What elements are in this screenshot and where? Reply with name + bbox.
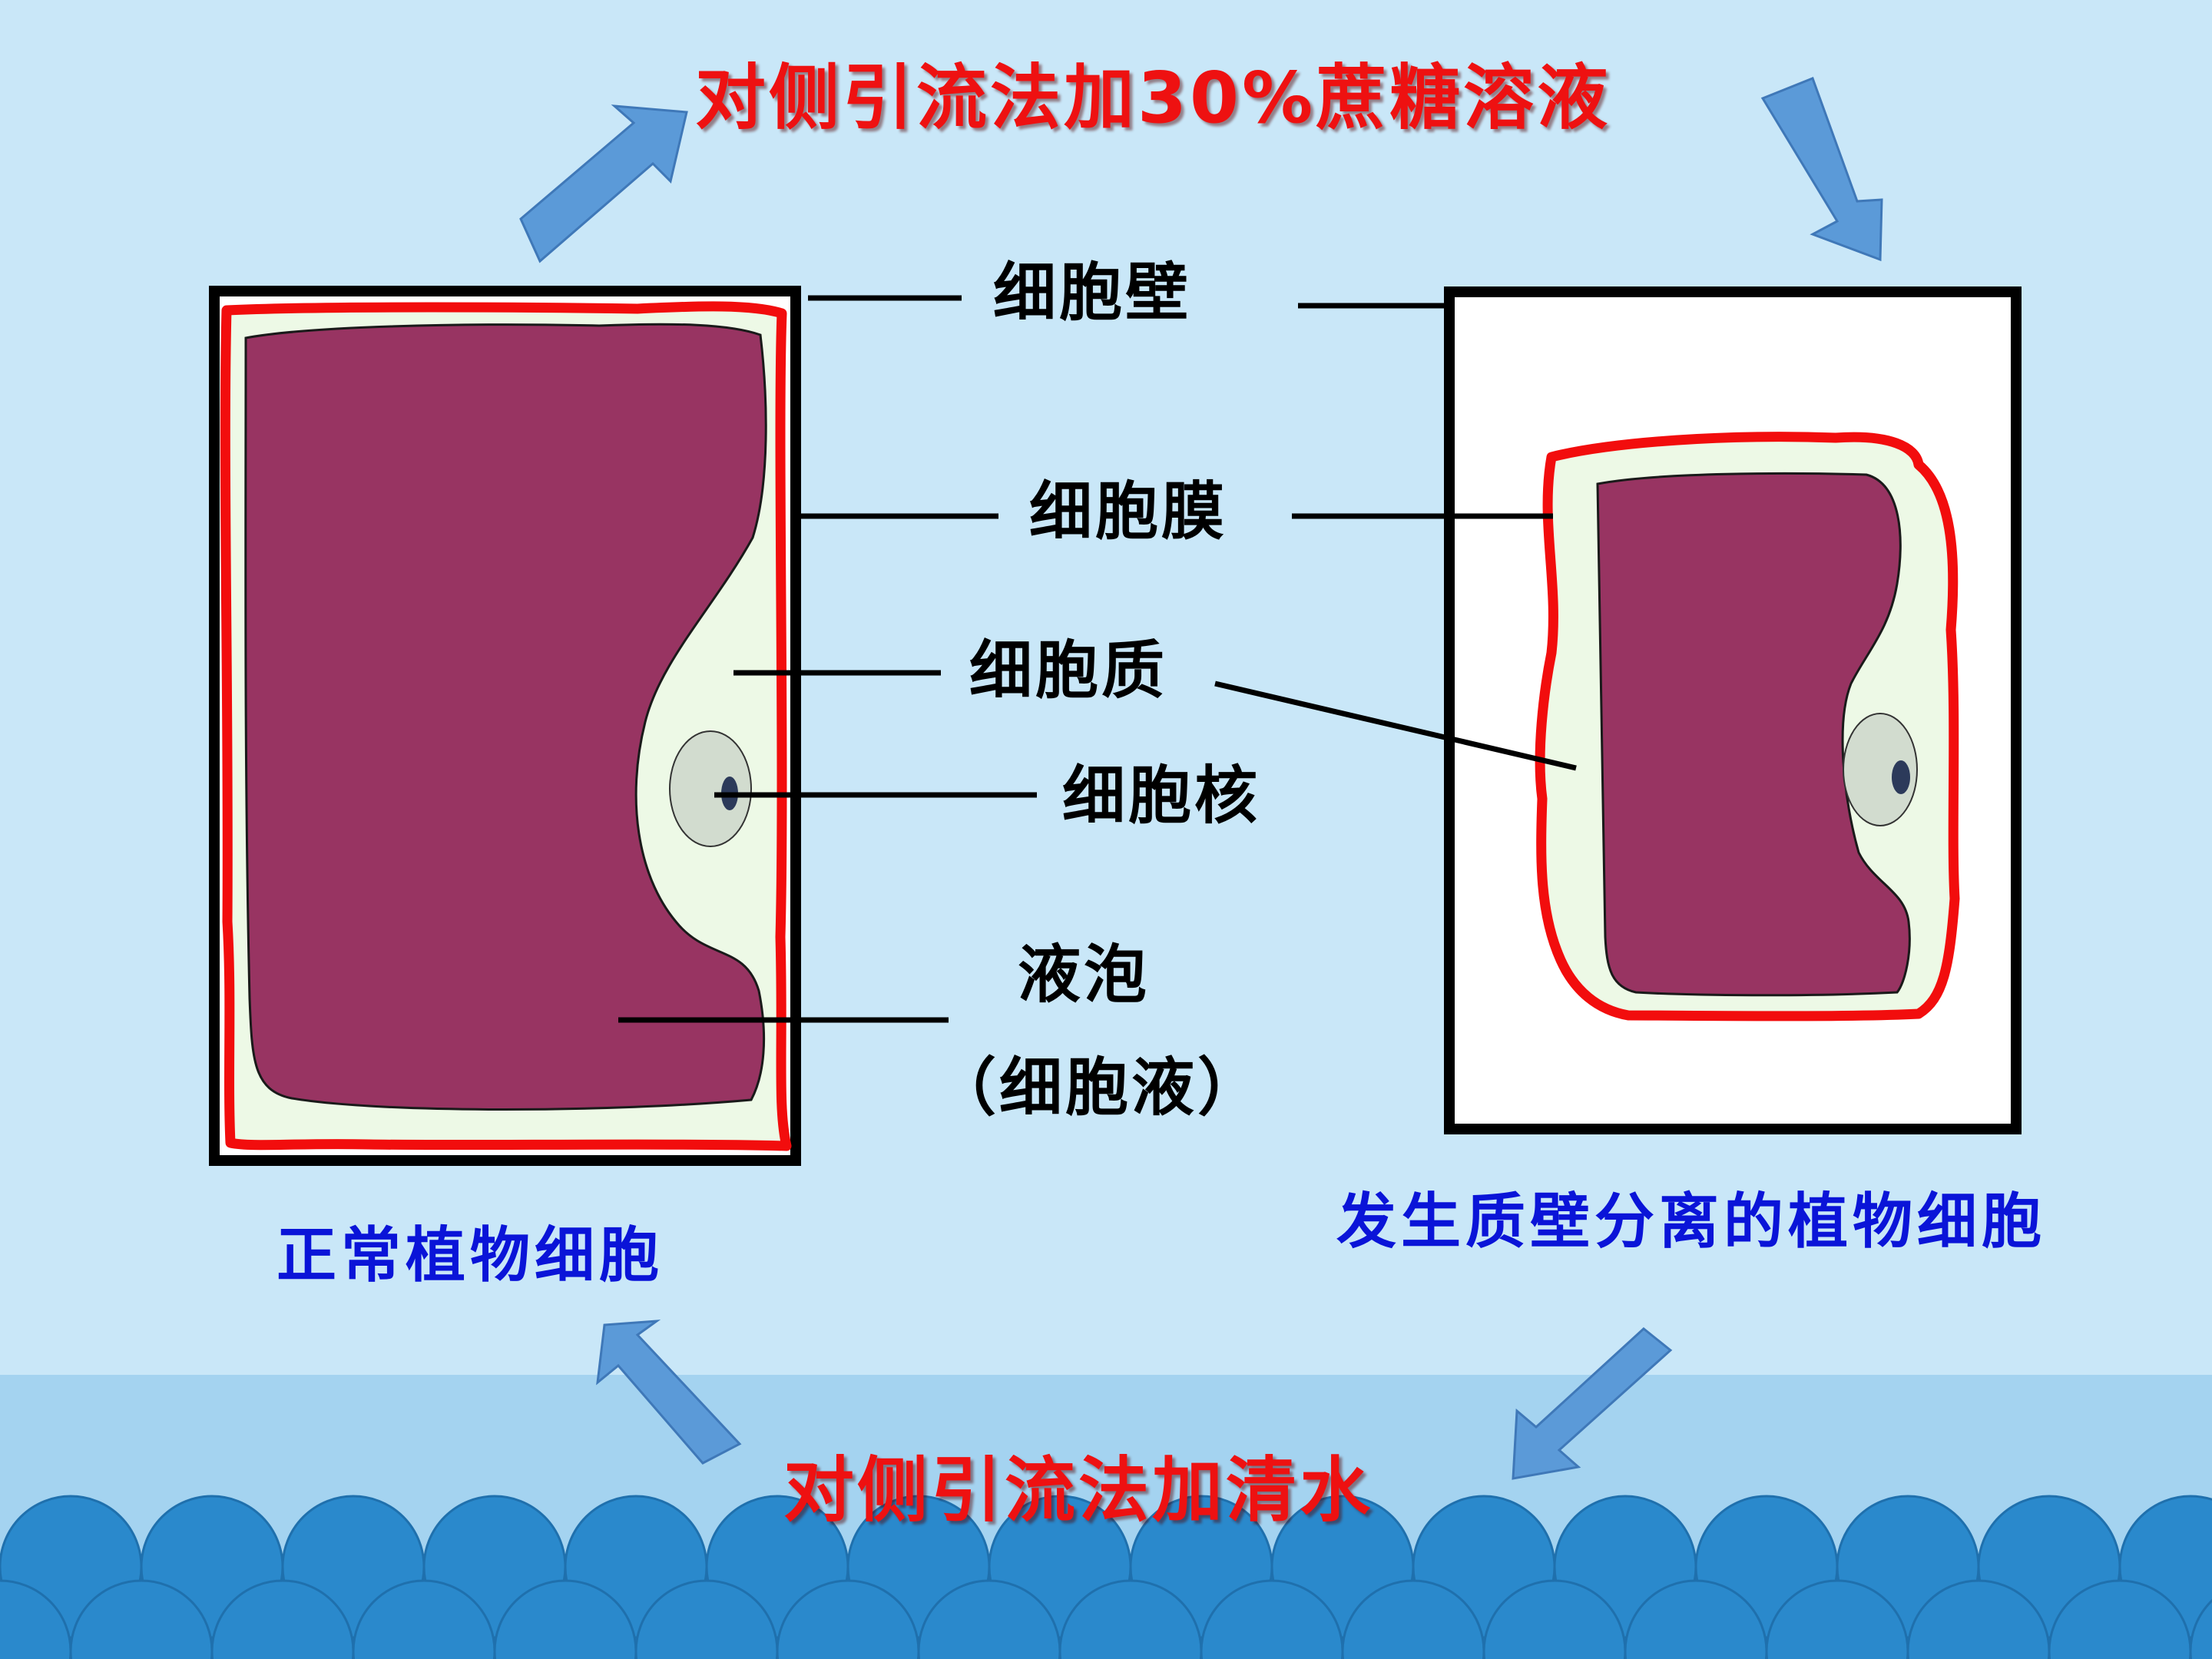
label-cell-sap: （细胞液） [933, 1051, 1264, 1124]
caption-plasmolyzed-cell: 发生质壁分离的植物细胞 [1336, 1187, 2047, 1257]
label-vacuole: 液泡 [1018, 938, 1151, 1012]
normal-nucleus [669, 730, 752, 847]
arrow-up-right-icon [519, 104, 688, 263]
plasmolyzed-nucleolus [1892, 760, 1910, 794]
label-cell-membrane: 细胞膜 [1029, 475, 1228, 548]
label-nucleus: 细胞核 [1062, 759, 1261, 833]
plasmolyzed-vacuole [1596, 472, 1911, 997]
process-top-label: 对侧引流法加30%蔗糖溶液 [695, 57, 1611, 139]
process-bottom-label: 对侧引流法加清水 [783, 1449, 1374, 1532]
leader-cytoplasm-right [1214, 680, 1577, 771]
arrow-down-right-icon [1760, 77, 1883, 262]
arrow-up-left-icon [596, 1320, 742, 1465]
normal-vacuole [244, 323, 767, 1111]
plasmolyzed-nucleus [1843, 713, 1918, 826]
label-cytoplasm: 细胞质 [969, 634, 1168, 707]
normal-plant-cell [209, 286, 801, 1166]
wave-scallop [2189, 1598, 2212, 1659]
wave-decoration [0, 1495, 2212, 1659]
label-cell-wall: 细胞壁 [993, 256, 1192, 329]
caption-normal-cell: 正常植物细胞 [276, 1220, 664, 1290]
arrow-down-left-icon [1512, 1327, 1673, 1480]
plasmolyzed-plant-cell [1444, 286, 2022, 1134]
